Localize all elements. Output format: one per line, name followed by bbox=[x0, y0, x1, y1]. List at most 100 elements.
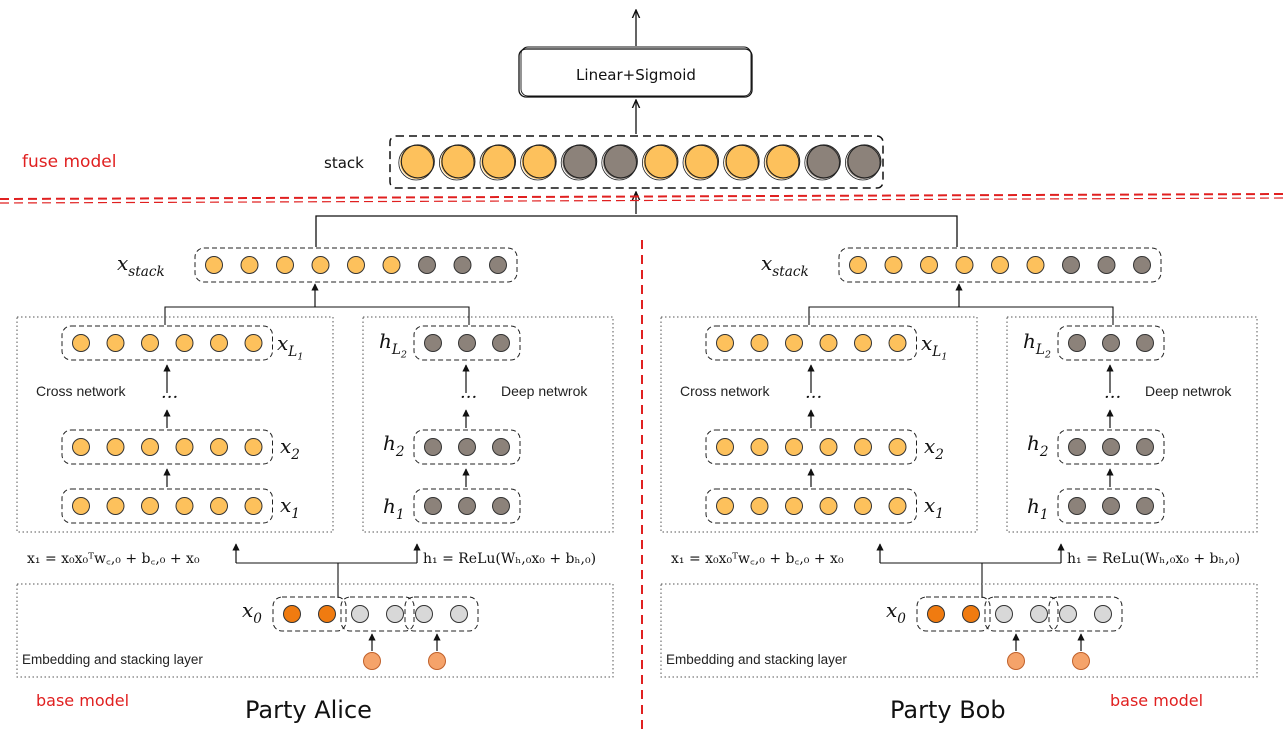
x-stack-row-node bbox=[489, 256, 507, 274]
cross-network-label: Cross network bbox=[680, 383, 770, 399]
x0-sparse-row-2-box bbox=[404, 596, 479, 632]
cross-xL-row-node bbox=[141, 334, 159, 352]
cross-x2-row-node bbox=[785, 438, 803, 456]
cross-x2-row-node bbox=[141, 438, 159, 456]
deep-h2-row-node bbox=[492, 438, 510, 456]
deep-hL-row-node bbox=[424, 334, 442, 352]
x0-sparse-row-2-node bbox=[1094, 605, 1112, 623]
cross-x2-row-node bbox=[72, 438, 90, 456]
cross-network-label: Cross network bbox=[36, 383, 126, 399]
x0-sparse-row-1-node bbox=[351, 605, 369, 623]
stack-node bbox=[845, 144, 882, 181]
linear-sigmoid-label: Linear+Sigmoid bbox=[576, 66, 696, 84]
cross-xL-row-node bbox=[854, 334, 872, 352]
cross-xL-row-node bbox=[210, 334, 228, 352]
cross-x1-row-box bbox=[705, 488, 917, 524]
cross-xL-row-node bbox=[244, 334, 263, 352]
cross-xL-row-node bbox=[888, 334, 907, 352]
x-stack-row-node bbox=[418, 256, 436, 274]
cross-xL-row-node bbox=[72, 334, 90, 352]
x0-sparse-row-1-node bbox=[386, 605, 404, 623]
deep-h2-row-node bbox=[458, 438, 476, 456]
cross-x2-row-node bbox=[244, 438, 263, 456]
stack-node bbox=[560, 144, 598, 181]
cross-x1-row-node bbox=[854, 497, 872, 515]
cross-x2-row-node bbox=[106, 438, 125, 456]
cross-x1-row-node bbox=[175, 497, 194, 515]
deep-h2-row-node bbox=[424, 438, 442, 456]
deep-h1-row-node bbox=[424, 497, 442, 515]
cross-x1-row-node bbox=[210, 497, 228, 515]
x0-dense-row-node bbox=[927, 605, 945, 623]
deep-hL-row-node bbox=[1068, 334, 1086, 352]
party-bob-name: Party Bob bbox=[890, 696, 1006, 724]
x-stack-row-node bbox=[347, 256, 365, 274]
x0-sparse-row-2-node bbox=[1059, 605, 1077, 623]
cross-xL-row-box bbox=[61, 325, 273, 361]
deep-formula: h₁ = ReLu(Wₕ,₀x₀ + bₕ,₀) bbox=[423, 551, 596, 567]
stack-node bbox=[723, 144, 760, 181]
deep-network-label: Deep netwrok bbox=[501, 383, 588, 399]
fuse-model: fuse model Linear+Sigmoid stack bbox=[22, 10, 884, 214]
x-stack-row-node bbox=[1133, 256, 1151, 274]
stack-node bbox=[763, 144, 801, 181]
x2-label: x2 bbox=[280, 434, 300, 463]
cross-x1-row-node bbox=[750, 497, 769, 515]
deep-h1-row-box bbox=[1057, 488, 1165, 524]
h1-label: h1 bbox=[1027, 494, 1049, 523]
input-feature-node bbox=[1007, 652, 1025, 670]
cross-xL-row-node bbox=[716, 334, 734, 352]
x0-sparse-row-2-box bbox=[1048, 596, 1123, 632]
deep-h1-row-box bbox=[413, 488, 521, 524]
x0-sparse-row-1-node bbox=[1030, 605, 1048, 623]
x-stack-row-node bbox=[1097, 256, 1116, 274]
horizontal-divider bbox=[0, 193, 1284, 204]
deep-h2-row-box bbox=[413, 429, 521, 465]
deep-hL-row-node bbox=[458, 334, 476, 352]
cross-xL-row-node bbox=[106, 334, 125, 352]
cross-x2-row-box bbox=[705, 429, 917, 465]
deep-h2-row-node bbox=[1102, 438, 1120, 456]
deep-h1-row-node bbox=[492, 497, 510, 515]
cross-xL-row-node bbox=[785, 334, 803, 352]
x-stack-label: xstack bbox=[117, 251, 165, 280]
x0-sparse-row-1-node bbox=[995, 605, 1013, 623]
alice-base-model-label: base model bbox=[36, 691, 129, 710]
stack-node bbox=[520, 144, 557, 181]
deep-hL-row-node bbox=[1102, 334, 1120, 352]
cross-x2-row-node bbox=[888, 438, 907, 456]
cross-formula: x₁ = x₀x₀ᵀw꜀,₀ + b꜀,₀ + x₀ bbox=[671, 551, 844, 567]
party-alice-name: Party Alice bbox=[245, 696, 372, 724]
cross-network-box bbox=[660, 316, 978, 533]
cross-x1-row-node bbox=[888, 497, 907, 515]
cross-xL-row-node bbox=[819, 334, 838, 352]
bob-base-model-label: base model bbox=[1110, 691, 1203, 710]
cross-x2-row-box bbox=[61, 429, 273, 465]
x-stack-row-node bbox=[849, 256, 867, 274]
x0-dense-row-box bbox=[916, 596, 991, 632]
network-merge-line bbox=[808, 306, 1114, 325]
hL-label: hL2 bbox=[379, 329, 407, 361]
deep-h1-row-node bbox=[1136, 497, 1154, 515]
cross-x1-row-box bbox=[61, 488, 273, 524]
deep-hL-row-box bbox=[413, 325, 521, 361]
deep-network-label: Deep netwrok bbox=[1145, 383, 1232, 399]
linear-sigmoid-box: Linear+Sigmoid bbox=[518, 46, 753, 98]
x0-sparse-row-1-box bbox=[340, 596, 415, 632]
deep-h1-row-node bbox=[1102, 497, 1120, 515]
deep-h2-row-node bbox=[1068, 438, 1086, 456]
stack-node bbox=[398, 144, 435, 181]
x0-sparse-row-2-node bbox=[415, 605, 433, 623]
stack-node bbox=[682, 144, 720, 181]
xL-label: xL1 bbox=[921, 331, 947, 363]
cross-x1-row-node bbox=[141, 497, 159, 515]
x-stack-row-node bbox=[205, 256, 223, 274]
cross-x1-row-node bbox=[106, 497, 125, 515]
x-stack-row-node bbox=[311, 256, 330, 274]
fuse-model-title: fuse model bbox=[22, 152, 116, 172]
deep-h1-row-node bbox=[1068, 497, 1086, 515]
x-stack-label: xstack bbox=[761, 251, 809, 280]
